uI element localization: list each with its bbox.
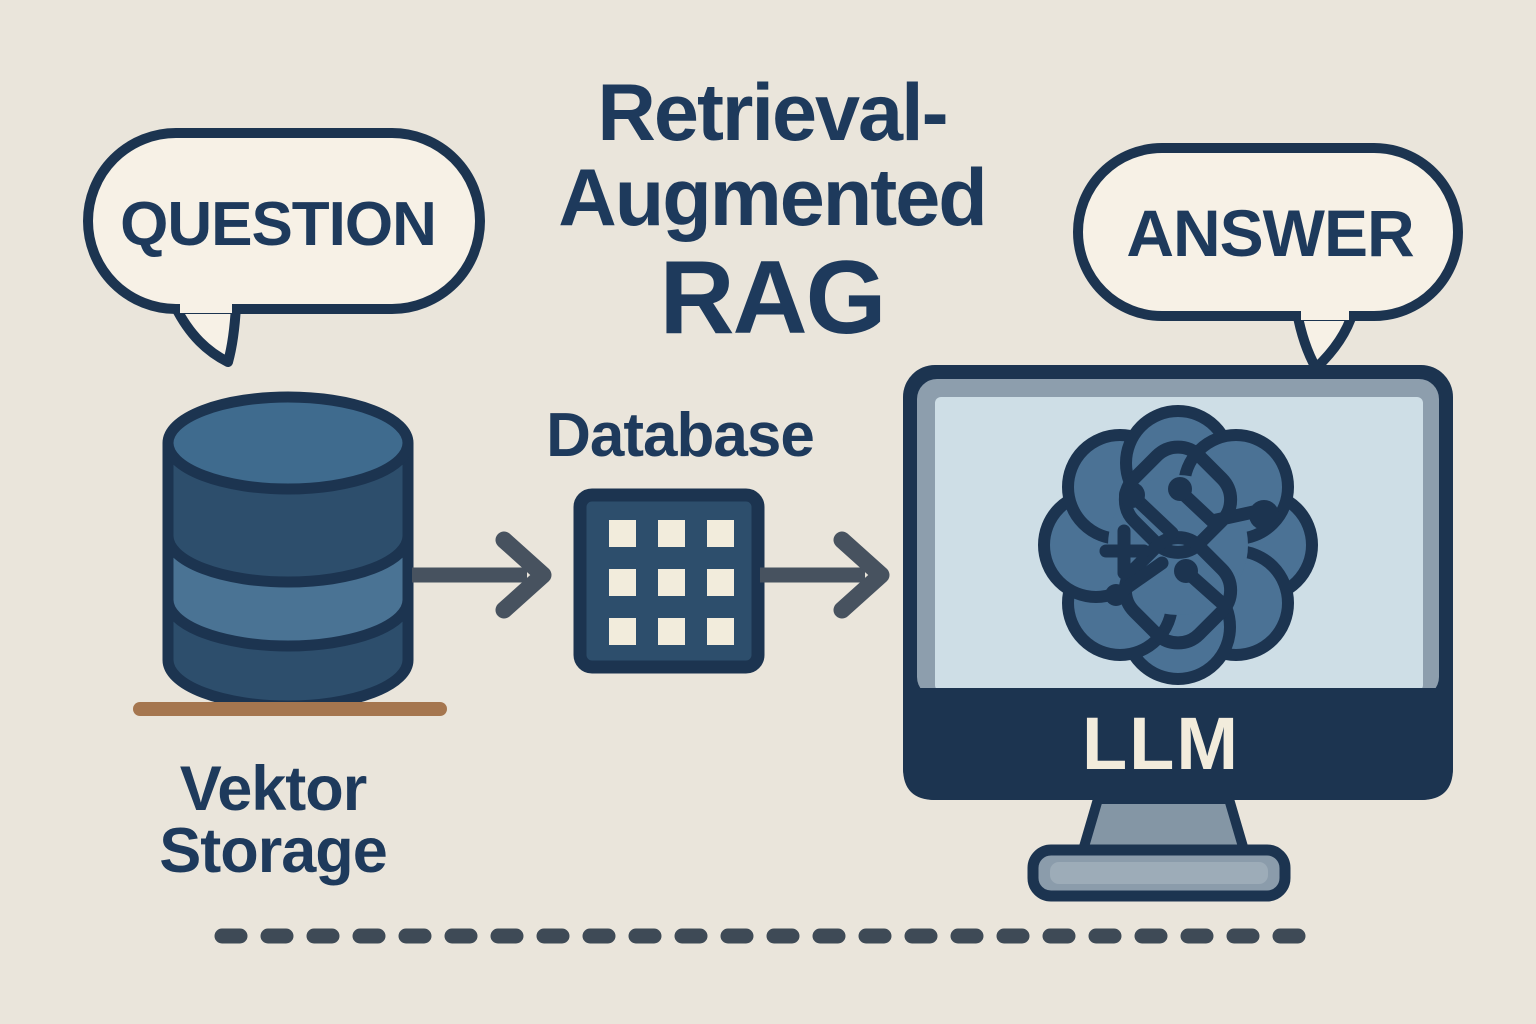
monitor-icon [903,365,1453,902]
page-title-line2: Augmented [558,153,987,243]
question-bubble-tail [170,301,241,367]
answer-bubble-joint [1301,307,1349,320]
arrow-head [495,531,552,619]
page-title-line3: RAG [659,240,886,356]
database-label: Database [546,401,815,470]
knot-circuit-logo-icon [1038,405,1318,685]
cylinder-band-separator [162,599,414,652]
arrow-right-icon [412,531,552,619]
question-bubble-joint [180,300,232,313]
vector-storage-line2: Storage [159,816,388,886]
vector-storage-line1: Vektor [179,754,368,824]
grid-database-icon [573,488,765,674]
monitor-base-highlight [1050,862,1268,884]
question-bubble-body [83,128,485,314]
question-bubble-label: QUESTION [120,190,437,259]
cylinder-light-band [168,538,408,644]
arrow-head [833,531,890,619]
page-title-line1: Retrieval- [597,68,948,158]
question-speech-bubble-icon [83,128,485,367]
database-cylinder-icon [133,391,447,716]
circuit-traces [1099,477,1279,612]
answer-speech-bubble-icon [1073,143,1463,373]
answer-bubble-label: ANSWER [1126,196,1414,270]
cylinder-band-separator [162,535,414,588]
vector-storage-label: Vektor Storage [159,758,388,883]
grid-cells [609,520,734,645]
cylinder-top [162,391,414,495]
arrow-right-icon [760,531,890,619]
llm-label: LLM [1081,702,1241,785]
monitor-bottom-bar [903,688,1453,800]
answer-bubble-body [1073,143,1463,321]
